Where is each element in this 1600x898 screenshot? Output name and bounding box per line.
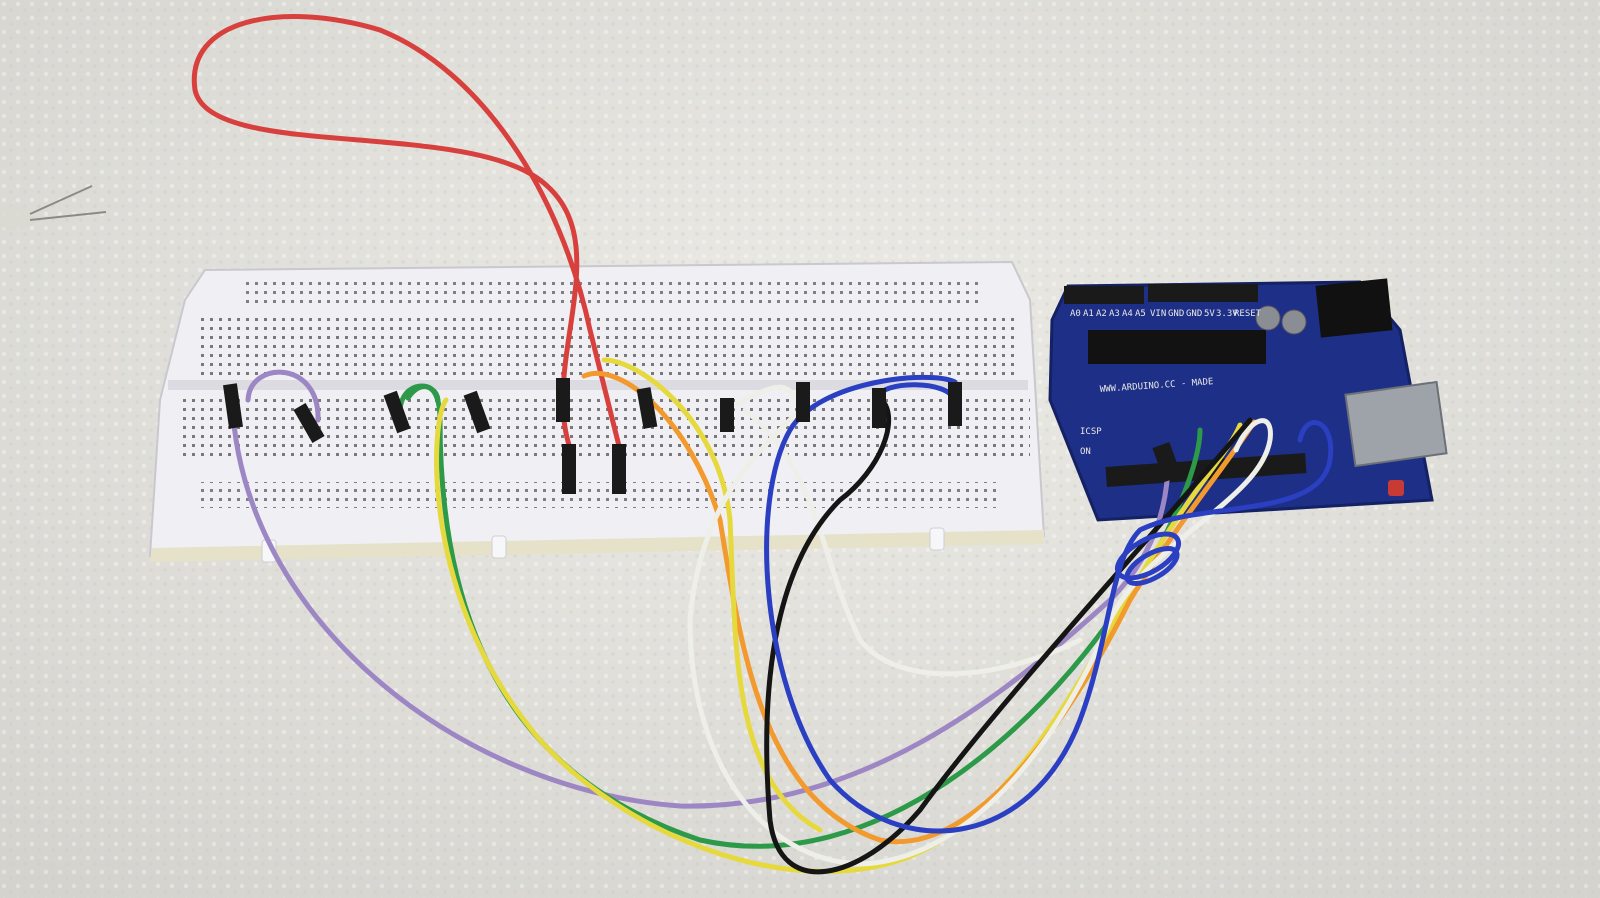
stray-component xyxy=(0,185,107,230)
wire-green-short xyxy=(397,383,441,413)
header-label-a4: A4 xyxy=(1122,309,1133,319)
connector-head xyxy=(383,390,411,434)
wire-yellow-2 xyxy=(601,357,823,833)
power-rail-bottom xyxy=(200,482,1000,508)
marking-icsp: ICSP xyxy=(1080,427,1102,437)
wire-red xyxy=(191,14,623,453)
power-rail-top xyxy=(240,276,980,304)
connector-head xyxy=(463,390,491,434)
header-label-gnd-2: GND xyxy=(1186,309,1202,319)
header-label-a0: A0 xyxy=(1070,309,1081,319)
connector-head xyxy=(1152,442,1182,482)
terminal-strip-top xyxy=(200,318,1015,376)
header-label-a5: A5 xyxy=(1135,309,1146,319)
connector-head xyxy=(872,388,886,428)
connector-head xyxy=(562,444,576,494)
wire-white xyxy=(687,384,1273,867)
usb-port xyxy=(1344,380,1448,468)
connector-head xyxy=(293,403,325,443)
wire-black xyxy=(764,397,1253,875)
wire-blue xyxy=(764,374,1334,834)
header-label-reset: RESET xyxy=(1234,309,1262,319)
reset-button xyxy=(1388,480,1404,496)
capacitor-1 xyxy=(1255,305,1281,331)
header-label-a3: A3 xyxy=(1109,309,1120,319)
header-label-5v: 5V xyxy=(1204,309,1215,319)
header-label-a2: A2 xyxy=(1096,309,1107,319)
power-jack xyxy=(1315,278,1393,338)
connector-head xyxy=(223,383,243,429)
chip-atmega xyxy=(1088,330,1266,364)
connector-head xyxy=(556,378,570,422)
header-label-vin: VIN xyxy=(1150,309,1166,319)
wire-purple xyxy=(229,395,1171,809)
wire-tie xyxy=(1114,531,1182,586)
connector-head xyxy=(948,382,962,426)
header-label-3v3: 3.3V xyxy=(1216,309,1238,319)
header-label-a1: A1 xyxy=(1083,309,1094,319)
center-channel xyxy=(168,380,1028,390)
breadboard xyxy=(148,260,1046,563)
header-label-gnd-1: GND xyxy=(1168,309,1184,319)
arduino-board: A0 A1 A2 A3 A4 A5 VIN GND GND 5V 3.3V RE… xyxy=(1048,278,1448,522)
wire-yellow xyxy=(434,397,1243,875)
wire-white-2 xyxy=(742,407,1083,677)
header-power xyxy=(1148,284,1258,302)
header-analog xyxy=(1064,286,1144,304)
connector-head xyxy=(720,398,734,432)
wire-purple-short xyxy=(245,369,321,423)
connector-head xyxy=(612,444,626,494)
capacitor-2 xyxy=(1281,309,1307,335)
connector-head xyxy=(636,387,658,429)
connector-head xyxy=(796,382,810,422)
marking-on: ON xyxy=(1080,447,1091,457)
